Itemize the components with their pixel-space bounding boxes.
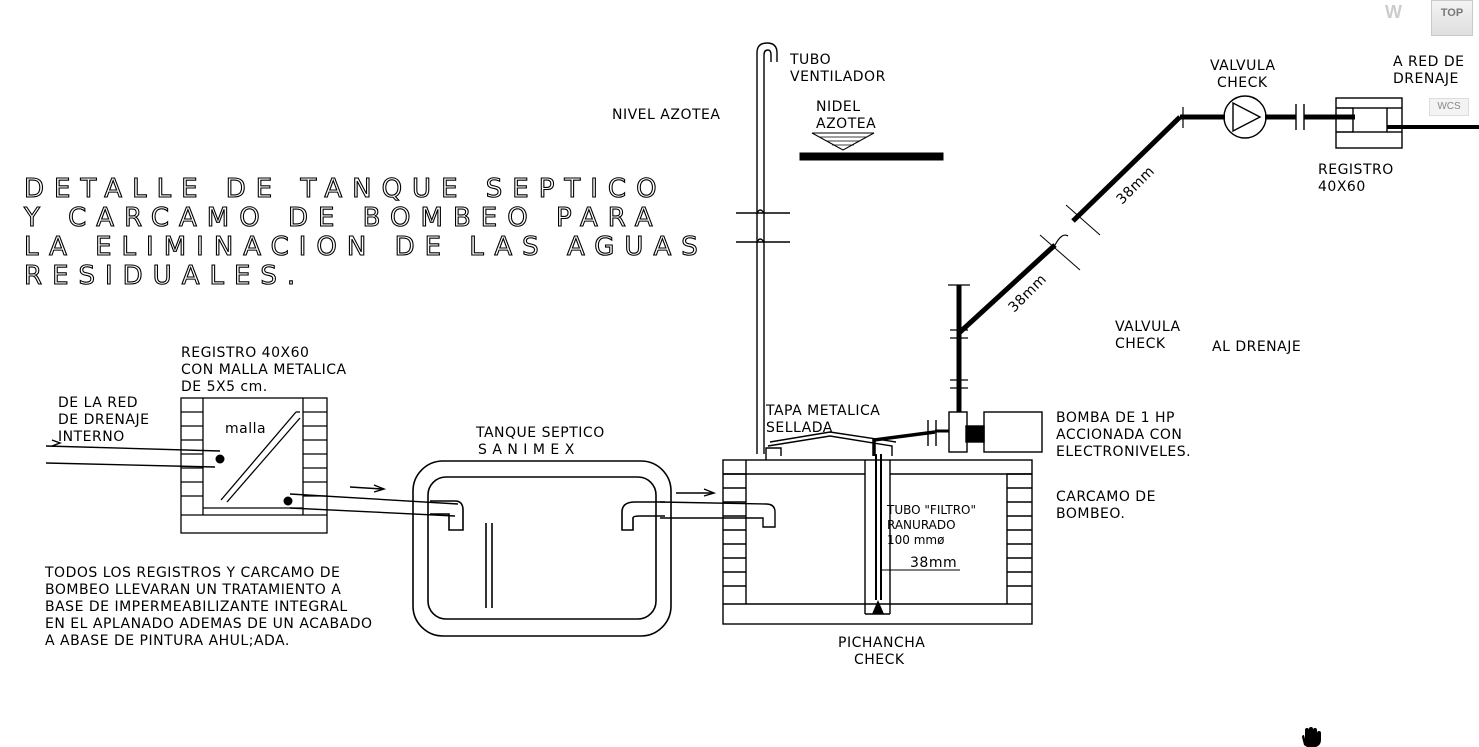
label-38mm-lower: 38mm	[1006, 271, 1051, 316]
drawing-title: DETALLE DE TANQUE SEPTICO Y CARCAMO DE B…	[22, 173, 708, 291]
label-tubo-filtro-2: RANURADO	[887, 518, 956, 532]
label-ventilador: VENTILADOR	[790, 69, 886, 85]
label-malla: malla	[225, 421, 266, 437]
bomba-1hp	[927, 411, 1043, 453]
label-drenaje: DRENAJE	[1393, 71, 1459, 87]
label-nivel-azotea: NIVEL AZOTEA	[612, 107, 720, 123]
label-carcamo-2: BOMBEO.	[1056, 506, 1125, 522]
tanque-septico	[412, 460, 672, 637]
label-nota-5: A ABASE DE PINTURA AHUL;ADA.	[45, 633, 290, 649]
label-tanque-septico: TANQUE SEPTICO	[475, 425, 605, 441]
wcs-menu-button[interactable]: WCS	[1429, 98, 1469, 116]
label-valvula-top: VALVULA	[1210, 58, 1276, 74]
left-brick-column	[181, 398, 204, 515]
label-38mm-inner: 38mm	[910, 555, 957, 571]
viewcube-top[interactable]: TOP	[1431, 0, 1473, 36]
label-check-top: CHECK	[1217, 75, 1268, 91]
registro-malla	[180, 397, 328, 534]
pichancha-check	[872, 600, 884, 614]
label-sanimex: S A N I M E X	[478, 442, 575, 458]
label-bomba-1: BOMBA DE 1 HP	[1056, 410, 1175, 426]
tubo-descarga	[948, 104, 1355, 412]
label-pichancha: PICHANCHA	[838, 635, 925, 651]
label-registro-left-1: REGISTRO 40X60	[181, 345, 309, 361]
label-carcamo-1: CARCAMO DE	[1056, 489, 1156, 505]
label-tubo-filtro-1: TUBO "FILTRO"	[886, 503, 976, 517]
label-azotea: AZOTEA	[816, 116, 876, 132]
label-nota-1: TODOS LOS REGISTROS Y CARCAMO DE	[44, 565, 340, 581]
label-nota-3: BASE DE IMPERMEABILIZANTE INTEGRAL	[45, 599, 348, 615]
title-line-1: DETALLE DE TANQUE SEPTICO	[24, 174, 667, 204]
label-de-la-red-3: INTERNO	[58, 429, 125, 445]
tubo-ventilador	[736, 42, 790, 454]
label-bomba-3: ELECTRONIVELES.	[1056, 444, 1191, 460]
label-nidel: NIDEL	[816, 99, 861, 115]
label-registro-left-2: CON MALLA METALICA	[181, 362, 347, 378]
label-registro-right: REGISTRO	[1318, 162, 1394, 178]
title-line-2: Y CARCAMO DE BOMBEO PARA	[23, 203, 663, 233]
label-nota-4: EN EL APLANADO ADEMAS DE UN ACABADO	[45, 616, 373, 632]
pan-hand-icon	[1302, 727, 1321, 747]
title-line-4: RESIDUALES.	[24, 261, 305, 291]
label-registro-left-3: DE 5X5 cm.	[181, 379, 268, 395]
label-de-la-red-2: DE DRENAJE	[58, 412, 149, 428]
label-nota-2: BOMBEO LLEVARAN UN TRATAMIENTO A	[45, 582, 341, 598]
label-al-drenaje: AL DRENAJE	[1212, 339, 1301, 355]
right-brick-column	[302, 398, 327, 515]
label-valvula-mid: VALVULA	[1115, 319, 1181, 335]
label-bomba-2: ACCIONADA CON	[1056, 427, 1182, 443]
label-de-la-red-1: DE LA RED	[58, 395, 138, 411]
label-sellada: SELLADA	[766, 420, 833, 436]
pipe-elbow-dot	[283, 496, 293, 506]
label-tubo-filtro-3: 100 mmø	[887, 533, 944, 547]
pipe-tanque-carcamo	[659, 488, 776, 528]
carcamo-bombeo	[722, 431, 1033, 625]
title-line-3: LA ELIMINACION DE LAS AGUAS	[24, 232, 708, 262]
registro-derecho	[1335, 97, 1479, 149]
inlet-pipe	[45, 439, 221, 468]
compass-west-label[interactable]: W	[1385, 2, 1402, 22]
label-check-bottom: CHECK	[854, 652, 905, 668]
label-tubo: TUBO	[789, 52, 831, 68]
label-a-red-de: A RED DE	[1393, 54, 1464, 70]
label-40x60-right: 40X60	[1318, 179, 1366, 195]
nivel-azotea-symbol	[799, 132, 944, 161]
label-38mm-upper: 38mm	[1114, 163, 1159, 208]
tubo-filtro	[872, 430, 960, 600]
labels: TUBO VENTILADOR NIVEL AZOTEA NIDEL AZOTE…	[44, 52, 1464, 668]
valvula-check-symbol	[1223, 95, 1267, 139]
label-tapa-metalica: TAPA METALICA	[765, 403, 880, 419]
label-check-mid: CHECK	[1115, 336, 1166, 352]
pipe-elbow-dot	[215, 454, 225, 464]
